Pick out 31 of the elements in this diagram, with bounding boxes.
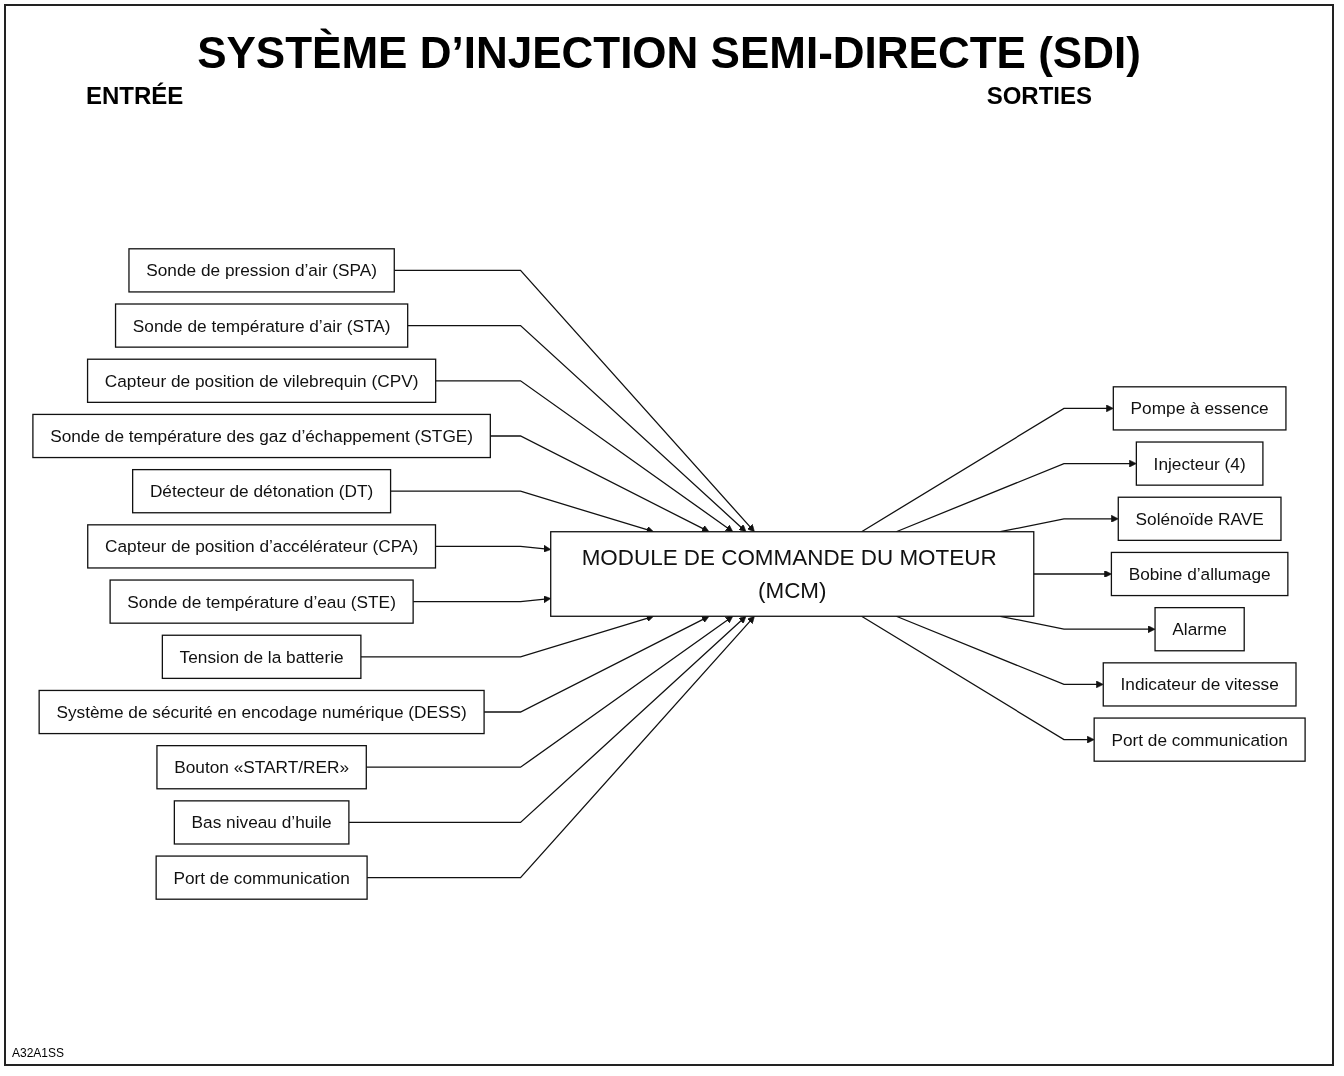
node-box: Pompe à essence [1112,386,1287,431]
arrow [407,324,747,533]
column-heading: SORTIES [986,82,1092,110]
node-box: Bobine d’allumage [1110,551,1289,597]
arrow [348,615,747,824]
figure-code: A32A1SS [12,1046,65,1060]
arrow [1033,570,1112,578]
node-box: MODULE DE COMMANDE DU MOTEUR (MCM) [550,531,1035,617]
arrow [435,380,734,533]
node-box: Bouton «START/RER» [156,745,367,790]
node-box: Capteur de position de vilebrequin (CPV) [86,358,437,403]
node-box: Port de communication [1093,717,1306,762]
node-box: Port de communication [155,855,368,900]
node-box: Tension de la batterie [161,634,362,679]
arrow [860,615,1095,744]
node-box: Solénoïde RAVE [1117,496,1282,541]
node-box: Bas niveau d’huile [173,800,350,845]
diagram-title: SYSTÈME D’INJECTION SEMI-DIRECTE (SDI) [196,28,1142,78]
node-box: Capteur de position d’accélérateur (CPA) [87,524,437,569]
node-box: Sonde de température d’eau (STE) [109,579,414,624]
column-heading: ENTRÉE [86,82,184,110]
node-box: Alarme [1154,607,1245,652]
node-box: Système de sécurité en encodage numérique (DESS) [38,689,485,735]
node-box: Indicateur de vitesse [1102,662,1297,707]
arrow [860,404,1114,533]
node-box: Sonde de température des gaz d’échappement (STGE) [32,413,491,459]
node-box: Sonde de température d’air (STA) [114,303,409,348]
node-box: Injecteur (4) [1135,441,1264,486]
node-box: Sonde de pression d’air (SPA) [128,248,395,293]
node-box: Détecteur de détonation (DT) [132,469,392,514]
arrow [366,615,755,879]
